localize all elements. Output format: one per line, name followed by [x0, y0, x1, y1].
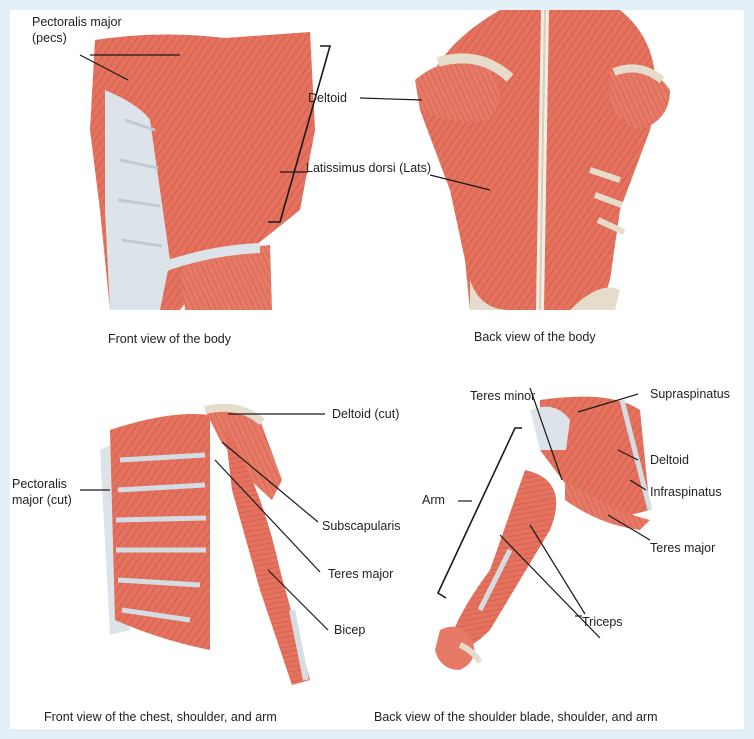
anatomy-figure: Pectoralis major (pecs) Deltoid Latissim… — [10, 10, 744, 729]
label-pectoralis-major-cut: Pectoralis major (cut) — [12, 476, 72, 508]
front-torso-illustration — [90, 32, 315, 310]
caption-back-body: Back view of the body — [474, 330, 596, 344]
label-deltoid-cut: Deltoid (cut) — [332, 406, 399, 422]
label-latissimus-dorsi: Latissimus dorsi (Lats) — [306, 160, 431, 176]
caption-back-shoulder: Back view of the shoulder blade, shoulde… — [374, 710, 658, 724]
label-teres-major-front: Teres major — [328, 566, 393, 582]
back-torso-illustration — [415, 10, 670, 310]
label-bicep: Bicep — [334, 622, 365, 638]
label-infraspinatus: Infraspinatus — [650, 484, 722, 500]
label-subscapularis: Subscapularis — [322, 518, 401, 534]
label-teres-minor: Teres minor — [470, 388, 535, 404]
label-supraspinatus: Supraspinatus — [650, 386, 730, 402]
caption-front-body: Front view of the body — [108, 332, 231, 346]
label-pectoralis-major: Pectoralis major (pecs) — [32, 14, 122, 46]
anatomy-illustrations — [10, 10, 744, 729]
label-teres-major-back: Teres major — [650, 540, 715, 556]
caption-front-chest: Front view of the chest, shoulder, and a… — [44, 710, 277, 724]
label-triceps: Triceps — [582, 614, 623, 630]
label-deltoid-shoulder: Deltoid — [650, 452, 689, 468]
front-chest-arm-illustration — [100, 407, 310, 685]
leader-triceps-1 — [530, 525, 585, 614]
leader-deltoid-back — [360, 98, 422, 100]
label-arm: Arm — [422, 492, 445, 508]
label-deltoid-back: Deltoid — [308, 90, 347, 106]
